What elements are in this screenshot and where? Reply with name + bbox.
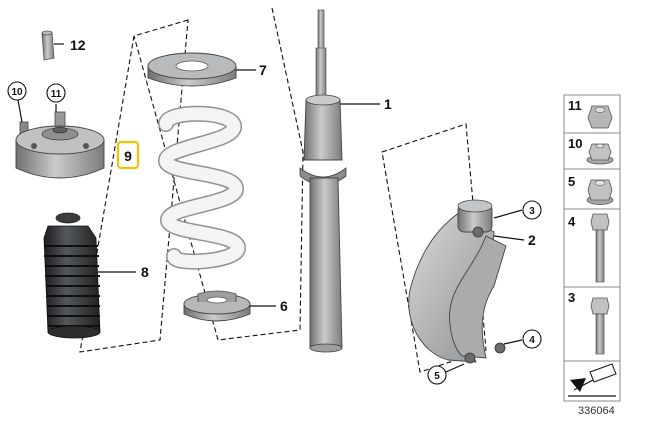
callout-12: 12 [70,37,86,53]
callout-4: 4 [529,335,535,346]
callout-7: 7 [259,62,267,78]
part-7-upper-spring-seat [147,52,237,87]
bolt-4-icon [590,213,610,283]
flange-nut-10-icon [586,143,614,165]
callout-3: 3 [529,206,535,217]
nut-11-icon [587,105,613,129]
bolt-3-icon [590,297,610,355]
reference-number: 336064 [578,405,615,417]
leader-lines [17,43,525,373]
callout-2: 2 [528,232,536,248]
reference-arrow-icon [568,363,617,397]
table-label-10: 10 [568,136,582,151]
coil-spring [158,105,247,270]
part-8-dust-boot [43,212,101,339]
flange-nut-5-icon [586,179,614,205]
fastener-table: 11 10 5 4 3 [563,94,621,402]
callout-11: 11 [51,89,62,100]
part-9-top-mount [15,125,105,179]
callout-1: 1 [384,96,392,112]
table-label-3: 3 [568,290,575,305]
callout-9: 9 [124,148,132,164]
callout-3-circle [522,200,542,220]
callout-6: 6 [280,298,288,314]
callout-10: 10 [11,87,23,98]
callout-5: 5 [434,371,440,382]
callout-10-circle [7,81,27,101]
table-label-11: 11 [568,98,582,113]
callout-8: 8 [141,264,149,280]
part-11-nut [54,111,66,127]
callout-4-circle [522,329,542,349]
callouts: 12 10 11 9 8 7 6 1 2 3 4 5 [7,37,542,385]
part-2-swivel-bearing [408,199,507,364]
part-1-shock-absorber [299,9,347,353]
callout-5-circle [427,365,447,385]
part-6-lower-spring-seat [183,290,251,322]
table-label-5: 5 [568,174,575,189]
part-12-cap [41,30,55,61]
callout-11-circle [46,83,66,103]
callout-9-highlight [116,140,140,170]
table-label-4: 4 [568,214,576,229]
